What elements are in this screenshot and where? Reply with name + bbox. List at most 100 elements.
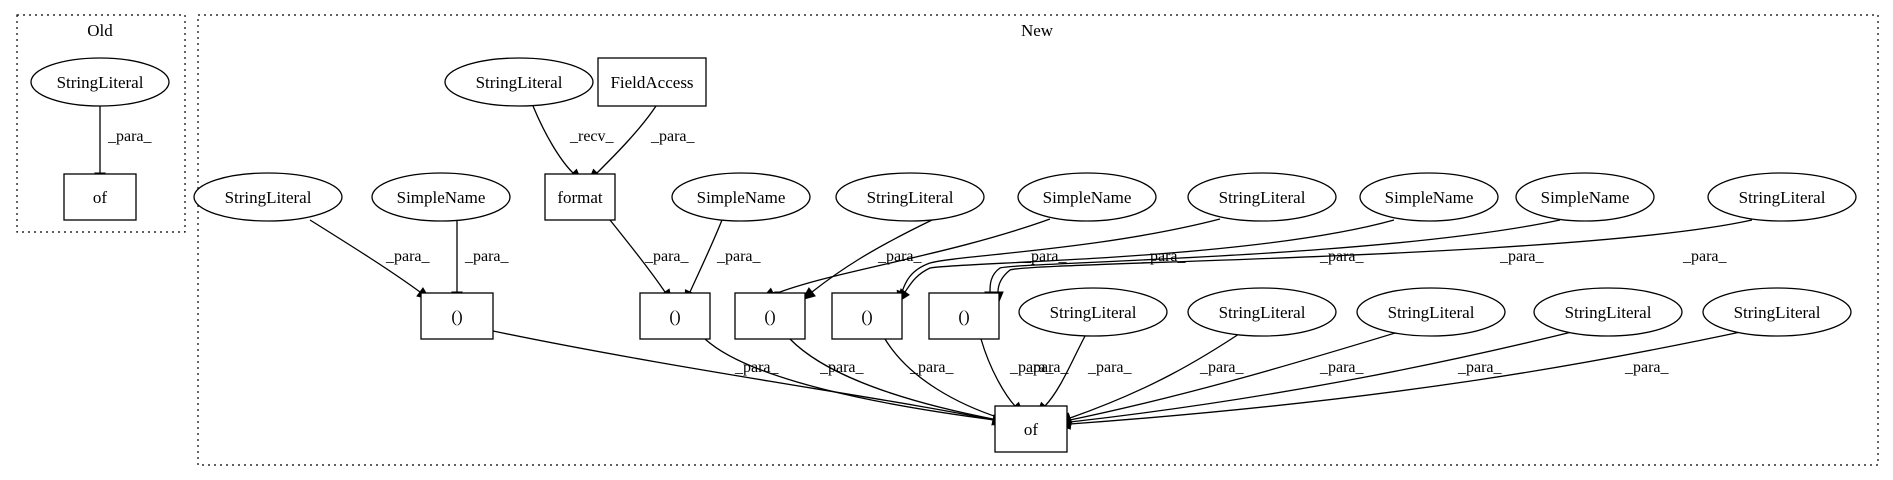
edge-label: _para_: [1457, 359, 1503, 376]
node-box: [63, 173, 137, 221]
edge-label: _para_: [650, 128, 696, 145]
edge-line: [789, 338, 999, 421]
node-box: [831, 292, 903, 340]
edge-label: _para_: [1009, 359, 1055, 376]
edge-label: _para_: [877, 248, 923, 265]
edge-label: _para_: [1682, 248, 1728, 265]
node-n_sn2: SimpleName: [671, 172, 811, 222]
node-ellipse: [1018, 287, 1168, 337]
edge-label: _para_: [1624, 359, 1670, 376]
edge-n_p3-to-n_of: _para_: [789, 338, 1012, 426]
edge-line: [901, 218, 1221, 293]
node-label: StringLiteral: [57, 73, 144, 92]
edge-label: _para_: [1087, 359, 1133, 376]
edge-line: [596, 105, 657, 174]
node-n_p4: (): [831, 292, 903, 340]
node-n_sn4: SimpleName: [1359, 172, 1499, 222]
edge-label: _para_: [819, 359, 865, 376]
node-n_sl_top: StringLiteral: [444, 57, 594, 107]
node-box: [734, 292, 806, 340]
cluster-new-border: [197, 14, 1879, 466]
edge-line: [309, 219, 421, 293]
edge-line: [989, 219, 1561, 293]
node-box: [597, 57, 707, 107]
node-ellipse: [1187, 287, 1337, 337]
edge-line: [689, 219, 723, 293]
node-n_fa: FieldAccess: [597, 57, 707, 107]
edge-line: [811, 219, 933, 293]
node-n_p1: (): [420, 292, 494, 340]
node-n_sn3: SimpleName: [1017, 172, 1157, 222]
edge-n_sl4-to-n_p5: _para_: [992, 219, 1753, 306]
node-label: (): [669, 307, 680, 326]
node-label: StringLiteral: [225, 188, 312, 207]
cluster-new: New: [197, 14, 1879, 466]
edge-n_format-to-n_p2: _para_: [609, 219, 690, 303]
node-label: (): [861, 307, 872, 326]
edge-label: _para_: [716, 248, 762, 265]
edge-n_sn2-to-n_p2: _para_: [684, 219, 762, 305]
node-n_sl7: StringLiteral: [1356, 287, 1506, 337]
node-label: SimpleName: [1043, 188, 1132, 207]
node-box: [544, 173, 616, 221]
node-n_sl8: StringLiteral: [1533, 287, 1683, 337]
edge-line: [1069, 329, 1581, 423]
node-ellipse: [193, 172, 343, 222]
node-ellipse: [1017, 172, 1157, 222]
node-ellipse: [1533, 287, 1683, 337]
edge-line: [997, 219, 1753, 293]
node-label: StringLiteral: [1219, 303, 1306, 322]
edge-label: _para_: [1319, 359, 1365, 376]
node-label: SimpleName: [1385, 188, 1474, 207]
edge-line: [609, 219, 666, 293]
edge-label: _para_: [1199, 359, 1245, 376]
node-o_of: of: [63, 173, 137, 221]
edge-n_sl6-to-n_of: _para_: [1057, 329, 1246, 424]
node-n_p5: (): [928, 292, 1000, 340]
cluster-old-border: [16, 14, 186, 233]
cluster-new-label: New: [1021, 21, 1054, 40]
edge-label: _para_: [385, 248, 431, 265]
edge-n_p5-to-n_of: _para_: [980, 338, 1070, 416]
node-label: StringLiteral: [867, 188, 954, 207]
node-box: [994, 405, 1068, 453]
node-label: format: [557, 188, 603, 207]
node-label: StringLiteral: [1388, 303, 1475, 322]
node-label: StringLiteral: [1565, 303, 1652, 322]
edge-label: _para_: [644, 248, 690, 265]
node-label: StringLiteral: [476, 73, 563, 92]
edge-line: [492, 330, 994, 421]
cluster-old: Old: [16, 14, 186, 233]
node-box: [928, 292, 1000, 340]
node-label: SimpleName: [397, 188, 486, 207]
clusters-layer: Old New: [16, 14, 1879, 466]
node-ellipse: [1707, 172, 1857, 222]
node-n_sn5: SimpleName: [1515, 172, 1655, 222]
edge-n_sl2-to-n_p3: _para_: [801, 219, 933, 301]
node-box: [420, 292, 494, 340]
node-label: of: [93, 188, 108, 207]
node-label: (): [958, 307, 969, 326]
node-n_sl2: StringLiteral: [835, 172, 985, 222]
node-label: StringLiteral: [1219, 188, 1306, 207]
node-ellipse: [1515, 172, 1655, 222]
node-box: [639, 292, 711, 340]
edge-label: _para_: [464, 248, 510, 265]
node-n_sl5: StringLiteral: [1018, 287, 1168, 337]
edge-n_sl_top-to-n_format: _recv_: [532, 105, 615, 183]
edge-line: [1044, 335, 1086, 407]
node-ellipse: [444, 57, 594, 107]
edge-label: _recv_: [569, 128, 615, 145]
node-n_sl4: StringLiteral: [1707, 172, 1857, 222]
node-ellipse: [1356, 287, 1506, 337]
node-label: SimpleName: [697, 188, 786, 207]
edge-label: _para_: [1499, 248, 1545, 265]
node-label: FieldAccess: [610, 73, 693, 92]
edges-layer: _para_ _recv_ _para_ _para_ _para_ _para_ _par…: [94, 105, 1753, 430]
edge-line: [1069, 329, 1406, 421]
edge-label: _para_: [107, 128, 153, 145]
edge-line: [532, 105, 574, 174]
node-label: StringLiteral: [1734, 303, 1821, 322]
